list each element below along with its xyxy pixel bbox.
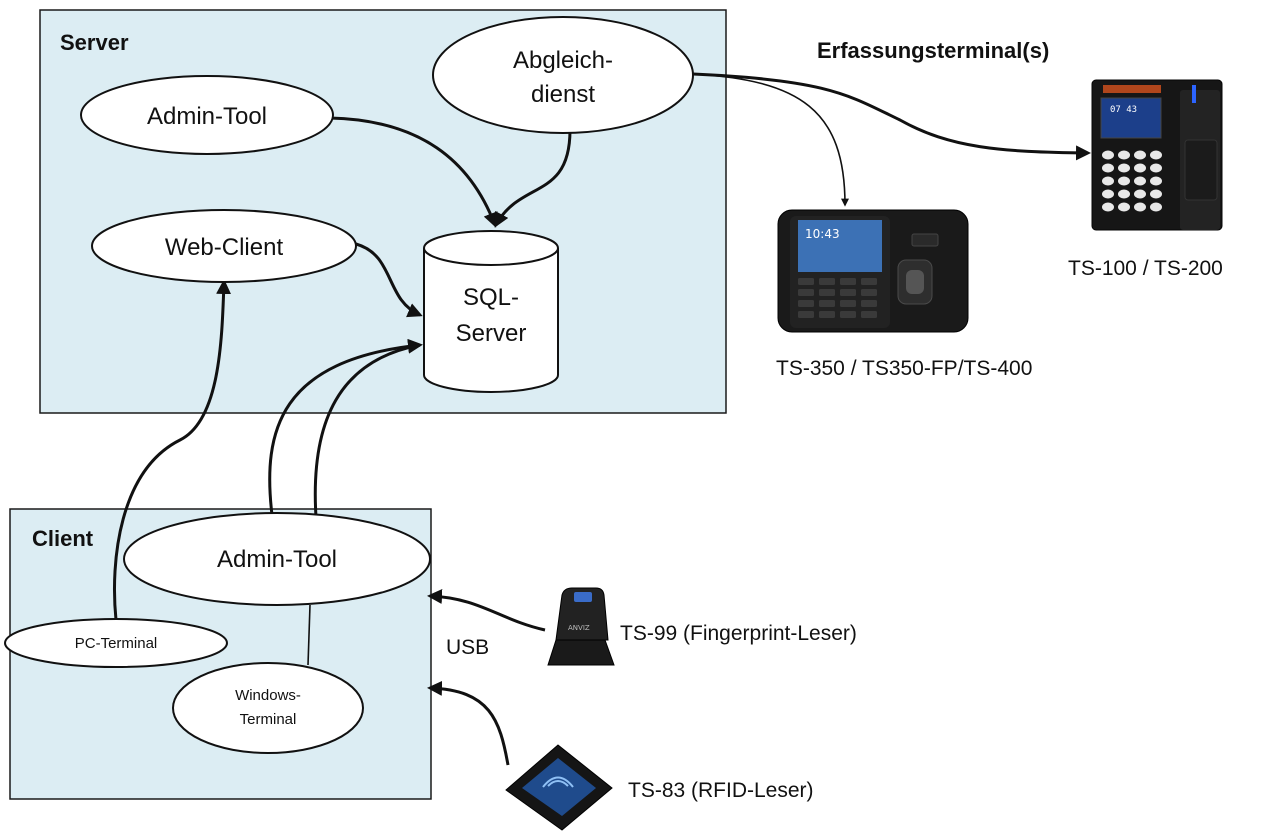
ts100-key [1102, 189, 1114, 199]
connector-admintool-sql [329, 116, 498, 228]
usb-label: USB [446, 636, 489, 659]
pc-terminal-label: PC-Terminal [75, 635, 158, 652]
ts100-key [1134, 189, 1146, 199]
ts100-key [1134, 176, 1146, 186]
ts350-key [819, 278, 835, 285]
ts350-screen-time: 10:43 [805, 227, 840, 241]
connector-ts83-client [427, 680, 510, 766]
ts350-key [819, 300, 835, 307]
node-web-client: Web-Client [91, 209, 357, 283]
ts350-device-image: 10:43 [777, 209, 969, 333]
ts99-label: TS-99 (Fingerprint-Leser) [620, 622, 857, 645]
ts100-key [1134, 202, 1146, 212]
ts100-key [1150, 189, 1162, 199]
node-admin-tool-client: Admin-Tool [123, 512, 431, 606]
node-windows-terminal: Windows- Terminal [172, 662, 364, 754]
connector-ts99-client [427, 588, 546, 632]
ts100-key [1118, 163, 1130, 173]
ts350-key [798, 300, 814, 307]
sql-server-label-line2: Server [456, 320, 527, 347]
ts100-key [1102, 176, 1114, 186]
connector-webclient-sql [355, 242, 423, 318]
server-title: Server [60, 30, 129, 55]
ts350-key [819, 311, 835, 318]
ts100-device-image: 07 43 [1091, 79, 1223, 231]
node-sync-service: Abgleich- dienst [432, 16, 694, 134]
connector-windowsterminal-admintool [307, 604, 311, 666]
sync-service-label-line1: Abgleich- [513, 47, 613, 74]
windows-terminal-label-line1: Windows- [235, 687, 301, 704]
web-client-label: Web-Client [165, 234, 284, 261]
ts350-key [798, 311, 814, 318]
ts350-key [798, 278, 814, 285]
ts350-key [840, 289, 856, 296]
terminals-heading: Erfassungsterminal(s) [817, 38, 1049, 63]
ts100-key [1118, 202, 1130, 212]
connector-sync-ts350 [692, 73, 849, 207]
ts350-key [819, 289, 835, 296]
ts350-key [861, 278, 877, 285]
ts350-key [798, 289, 814, 296]
ts350-keypad [798, 278, 877, 318]
node-admin-tool-server: Admin-Tool [80, 75, 334, 155]
ts100-key [1118, 176, 1130, 186]
ts100-key [1150, 176, 1162, 186]
ts100-key [1134, 163, 1146, 173]
ts350-key [840, 278, 856, 285]
ts100-label: TS-100 / TS-200 [1068, 257, 1223, 280]
ts100-key [1102, 150, 1114, 160]
ts350-key [861, 289, 877, 296]
connector-client-admintool-sql-2 [313, 343, 421, 518]
ts350-key [840, 311, 856, 318]
ts100-key [1102, 202, 1114, 212]
ts100-keypad [1102, 150, 1162, 212]
connector-sync-ts100 [692, 72, 1091, 161]
ts99-logo: ANVIZ [568, 624, 590, 632]
ts350-key [861, 300, 877, 307]
ts100-key [1134, 150, 1146, 160]
ts100-key [1118, 150, 1130, 160]
ts100-key [1150, 163, 1162, 173]
ts350-label: TS-350 / TS350-FP/TS-400 [776, 357, 1032, 380]
ts83-label: TS-83 (RFID-Leser) [628, 779, 814, 802]
sync-service-label-line2: dienst [531, 81, 595, 108]
ts350-key [861, 311, 877, 318]
connector-pcterminal-webclient [113, 279, 232, 621]
admin-tool-client-label: Admin-Tool [217, 546, 337, 573]
ts350-key [840, 300, 856, 307]
client-title: Client [32, 526, 94, 551]
connector-sync-sql [494, 129, 572, 228]
ts100-key [1150, 150, 1162, 160]
windows-terminal-label-line2: Terminal [240, 711, 297, 728]
ts99-device-image: ANVIZ [547, 587, 615, 666]
node-sql-server: SQL- Server [423, 230, 559, 393]
ts100-key [1118, 189, 1130, 199]
ts100-key [1150, 202, 1162, 212]
ts100-key [1102, 163, 1114, 173]
sql-server-label-line1: SQL- [463, 284, 519, 311]
connector-client-admintool-sql-1 [268, 338, 423, 516]
node-pc-terminal: PC-Terminal [4, 618, 228, 668]
ts100-screen-time: 07 43 [1110, 105, 1137, 115]
ts83-device-image [505, 744, 613, 831]
admin-tool-server-label: Admin-Tool [147, 103, 267, 130]
connectors [113, 72, 1091, 766]
